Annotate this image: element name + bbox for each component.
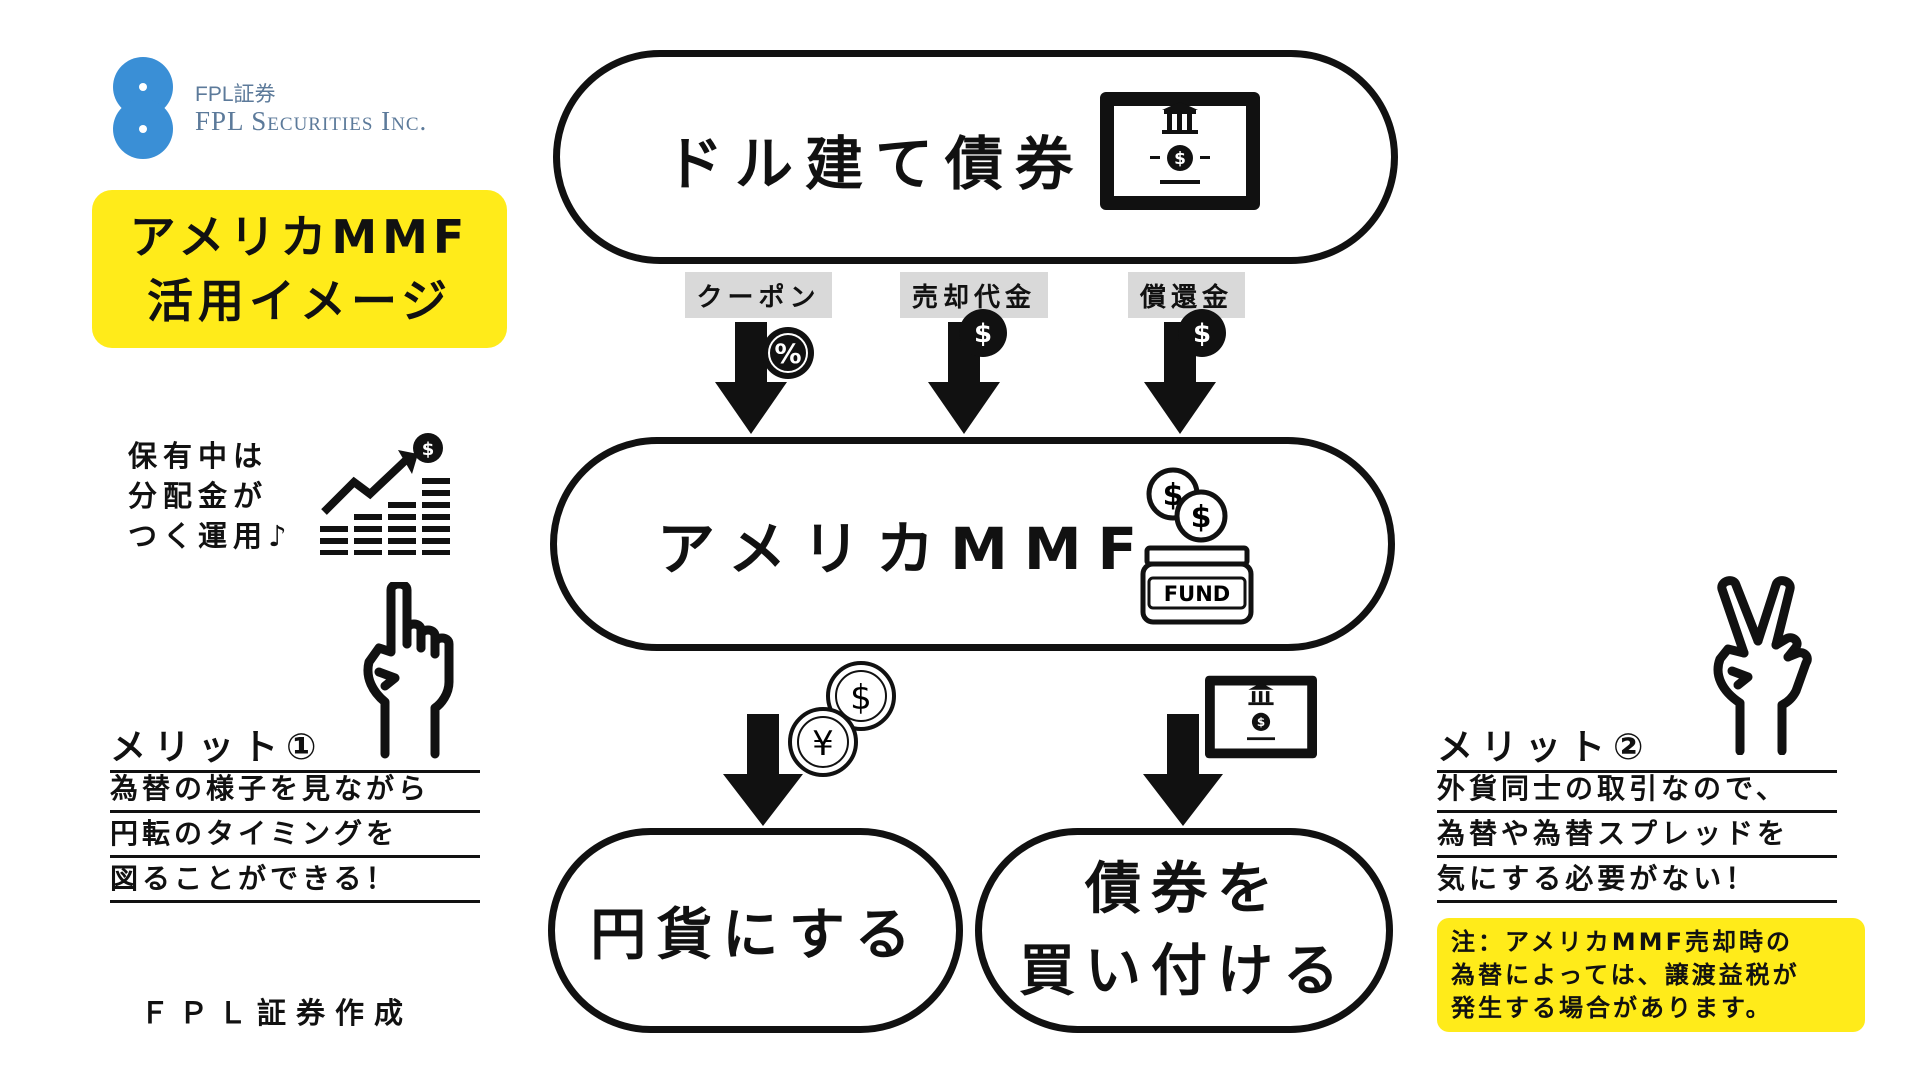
logo-name-jp: FPL証券 <box>195 83 276 106</box>
merit-1-line-1: 為替の様子を見ながら <box>110 770 480 813</box>
us-mmf-label: アメリカMMF <box>657 515 1154 583</box>
title-card: アメリカMMF 活用イメージ <box>92 190 507 348</box>
tax-note-line-1: 注：アメリカMMF売却時の <box>1451 928 1793 956</box>
growth-chart-icon: $ <box>320 433 450 555</box>
logo-name-en: FPL Securities Inc. <box>195 106 428 136</box>
bond-certificate-icon: $ <box>1205 675 1317 759</box>
buy-bonds-line-2: 買い付ける <box>1019 938 1349 1004</box>
svg-text:$: $ <box>974 319 992 349</box>
bond-certificate-icon: $ <box>1100 92 1260 210</box>
percent-coin-icon: % <box>762 327 814 379</box>
title-line-2: 活用イメージ <box>146 274 453 328</box>
dollar-bond-label: ドル建て債券 <box>665 130 1086 198</box>
svg-text:¥: ¥ <box>812 724 834 764</box>
sale-proceeds-label: 売却代金 <box>900 272 1048 318</box>
fund-label: FUND <box>1164 582 1230 606</box>
svg-text:$: $ <box>1174 149 1186 169</box>
merit-1-title: メリット① <box>110 718 480 773</box>
arrow-down-icon <box>1143 714 1223 826</box>
svg-text:%: % <box>774 339 801 370</box>
merit-1-line-3: 図ることができる！ <box>110 860 480 903</box>
merit-2-line-3: 気にする必要がない！ <box>1437 860 1837 903</box>
redemption-label: 償還金 <box>1128 272 1245 318</box>
credit-text: ＦＰＬ証券作成 <box>140 996 414 1030</box>
arrow-down-icon <box>723 714 803 826</box>
yen-dollar-coins-icon: $ ¥ <box>788 661 896 777</box>
svg-text:$: $ <box>850 678 872 718</box>
coupon-label: クーポン <box>685 272 832 318</box>
merit-2-title: メリット② <box>1437 718 1837 773</box>
holding-note-line-1: 保有中は <box>128 439 269 473</box>
us-mmf-box: アメリカMMF $ $ FUND <box>550 437 1395 651</box>
convert-to-yen-label: 円貨にする <box>590 903 921 968</box>
svg-text:$: $ <box>422 439 435 460</box>
merit-1-line-2: 円転のタイミングを <box>110 815 480 858</box>
buy-bonds-label: 債券を 買い付ける <box>1019 849 1349 1013</box>
svg-text:$: $ <box>1191 500 1212 535</box>
pointing-hand-icon <box>363 582 454 759</box>
fund-jar-icon: $ $ FUND <box>1140 467 1254 625</box>
buy-bonds-box: 債券を 買い付ける <box>975 828 1393 1033</box>
tax-note: 注：アメリカMMF売却時の 為替によっては、譲渡益税が 発生する場合があります。 <box>1437 918 1865 1032</box>
dollar-coin-icon: $ <box>959 309 1007 357</box>
tax-note-line-2: 為替によっては、譲渡益税が <box>1451 961 1800 989</box>
buy-bonds-line-1: 債券を <box>1085 856 1283 922</box>
fpl-logo <box>113 57 173 159</box>
dollar-bond-box: ドル建て債券 $ <box>553 50 1398 264</box>
merit-2-line-1: 外貨同士の取引なので、 <box>1437 770 1837 813</box>
title-line-1: アメリカMMF <box>129 210 470 264</box>
tax-note-line-3: 発生する場合があります。 <box>1451 994 1773 1022</box>
holding-note: 保有中は 分配金が つく運用♪ <box>128 436 293 556</box>
peace-hand-icon <box>1713 576 1812 755</box>
arrow-down-icon <box>715 322 787 434</box>
merit-2-line-2: 為替や為替スプレッドを <box>1437 815 1837 858</box>
holding-note-line-3: つく運用♪ <box>128 519 293 553</box>
svg-text:$: $ <box>1257 715 1265 729</box>
svg-text:$: $ <box>1193 319 1211 349</box>
holding-note-line-2: 分配金が <box>128 479 269 513</box>
dollar-coin-icon: $ <box>1178 309 1226 357</box>
convert-to-yen-box: 円貨にする <box>548 828 963 1033</box>
